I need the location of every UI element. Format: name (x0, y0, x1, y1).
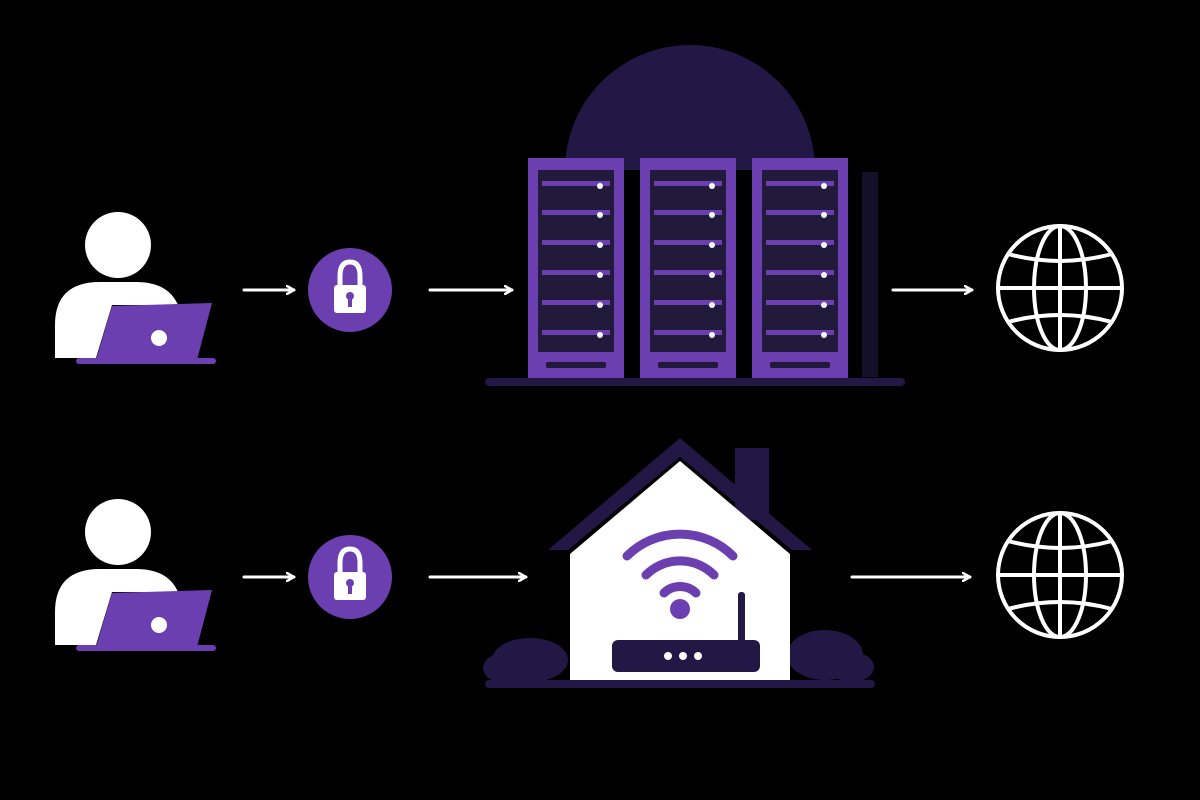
globe-icon (996, 511, 1124, 639)
person-laptop-icon (55, 499, 216, 651)
server-rack (640, 158, 736, 378)
padlock-icon (308, 535, 392, 619)
row-datacenter (55, 45, 1124, 386)
house-roof (548, 438, 812, 550)
house-body (570, 461, 790, 680)
server-rack (752, 158, 848, 378)
router-icon (612, 592, 760, 672)
row-home (55, 438, 1124, 688)
globe-icon (996, 224, 1124, 352)
padlock-icon (308, 248, 392, 332)
server-rack (528, 158, 624, 378)
wifi-icon (622, 529, 738, 598)
home-router-icon (483, 438, 875, 688)
server-racks-icon (485, 45, 905, 386)
person-laptop-icon (55, 212, 216, 364)
